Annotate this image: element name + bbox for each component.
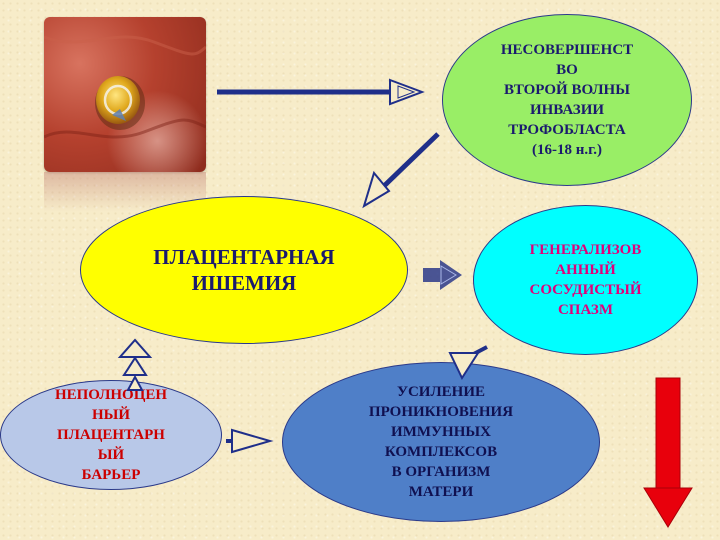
node-vascular-spasm: ГЕНЕРАЛИЗОВ АННЫЙ СОСУДИСТЫЙ СПАЗМ (473, 205, 698, 355)
red-down-arrow (643, 377, 693, 528)
node-placental-barrier: НЕПОЛНОЦЕН НЫЙ ПЛАЦЕНТАРН ЫЙ БАРЬЕР (0, 380, 222, 490)
node-immune-complexes: УСИЛЕНИЕ ПРОНИКНОВЕНИЯ ИММУННЫХ КОМПЛЕКС… (282, 362, 600, 522)
node-trophoblast-invasion: НЕСОВЕРШЕНСТ ВО ВТОРОЙ ВОЛНЫ ИНВАЗИИ ТРО… (442, 14, 692, 186)
arrow-invasion-to-ischemia (362, 132, 440, 209)
embryo-illustration (44, 35, 206, 139)
embryo-photo (44, 17, 206, 172)
arrow-barrier-to-ischemia (117, 338, 153, 391)
node-placental-ischemia: ПЛАЦЕНТАРНАЯ ИШЕМИЯ (80, 196, 408, 344)
arrow-ischemia-to-spasm (423, 260, 462, 290)
arrow-spasm-to-immune (448, 345, 488, 381)
arrow-photo-to-invasion (217, 78, 425, 106)
arrow-barrier-to-immune (226, 428, 274, 454)
